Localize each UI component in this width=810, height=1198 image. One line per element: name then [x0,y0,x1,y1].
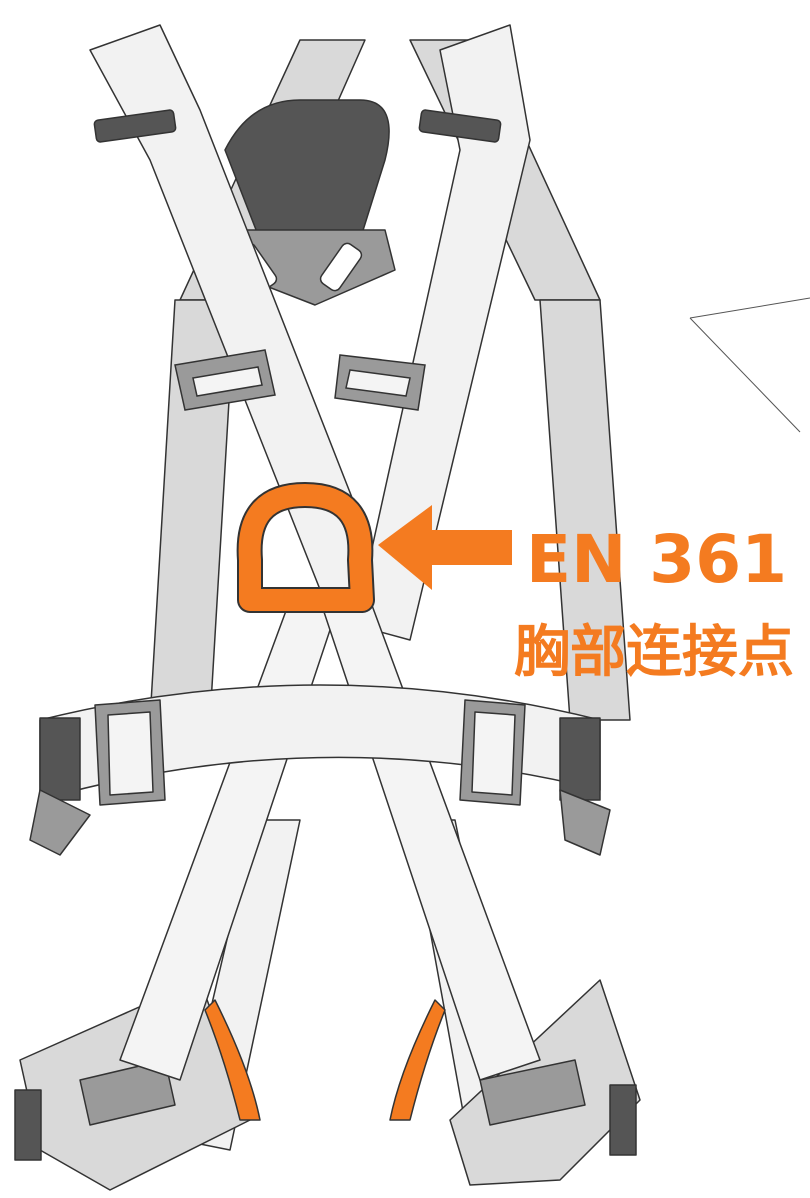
leg-straps [14,819,641,1191]
d-ring-icon [236,482,375,613]
standard-label: EN 361 [526,521,788,598]
waist-belt [29,684,611,856]
chest-buckles [174,349,426,411]
pointer-lines [689,297,810,433]
arrow-left-icon [378,505,512,590]
attachment-point-label: 胸部连接点 [514,620,794,685]
